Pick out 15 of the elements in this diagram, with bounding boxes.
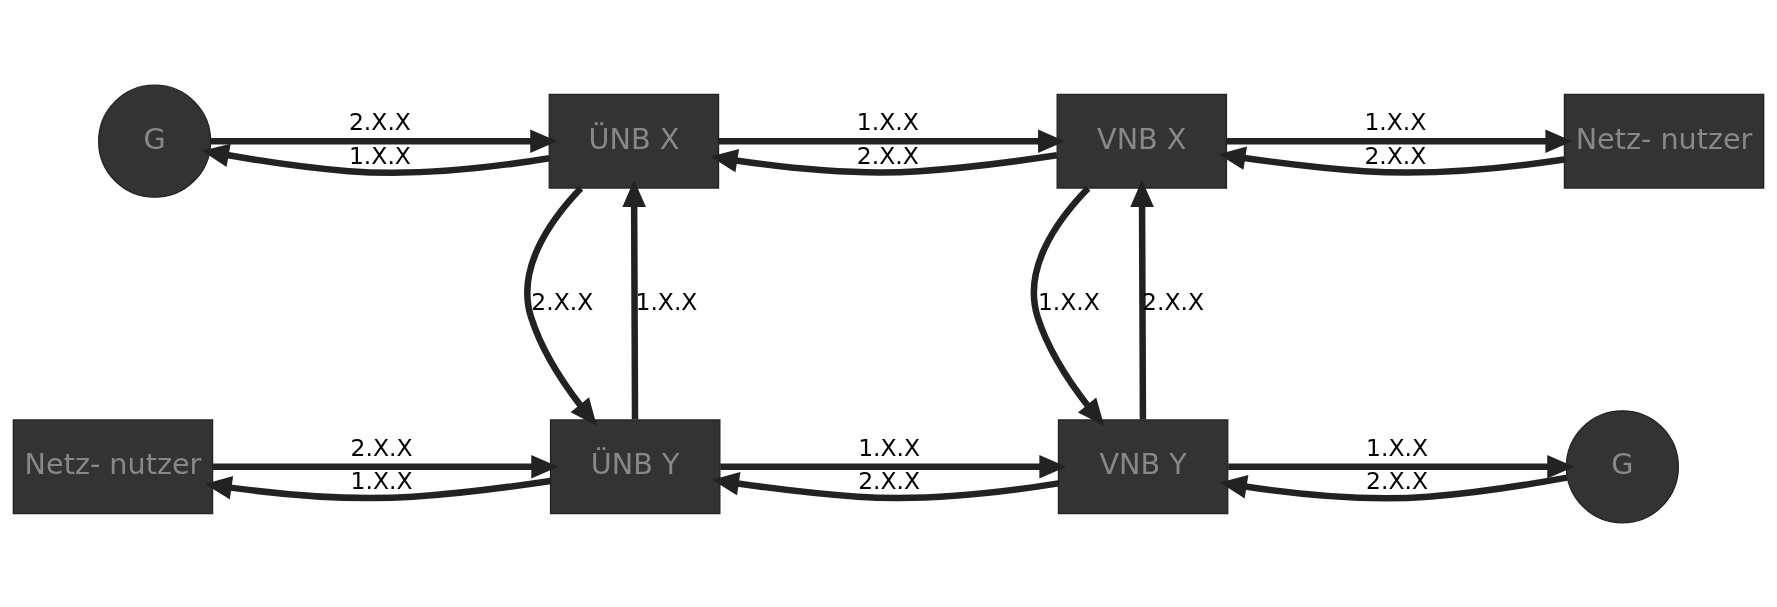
edge-label: 2.X.X bbox=[348, 107, 411, 136]
edge-label: 1.X.X bbox=[350, 466, 413, 495]
edge-label: 1.X.X bbox=[1366, 433, 1429, 462]
edge-label: 1.X.X bbox=[348, 141, 411, 170]
edge-label: 1.X.X bbox=[856, 107, 919, 136]
edge-label: 1.X.X bbox=[635, 287, 698, 316]
edge-label: 2.X.X bbox=[531, 287, 594, 316]
edge-label: 2.X.X bbox=[856, 141, 919, 170]
edge-label: 1.X.X bbox=[858, 433, 921, 462]
edge-label: 1.X.X bbox=[1037, 287, 1100, 316]
edge-label: 2.X.X bbox=[1366, 466, 1429, 495]
edge-label: 1.X.X bbox=[1364, 107, 1427, 136]
edge-label: 2.X.X bbox=[350, 433, 413, 462]
edge-label: 2.X.X bbox=[1364, 141, 1427, 170]
edge-label: 2.X.X bbox=[858, 466, 921, 495]
